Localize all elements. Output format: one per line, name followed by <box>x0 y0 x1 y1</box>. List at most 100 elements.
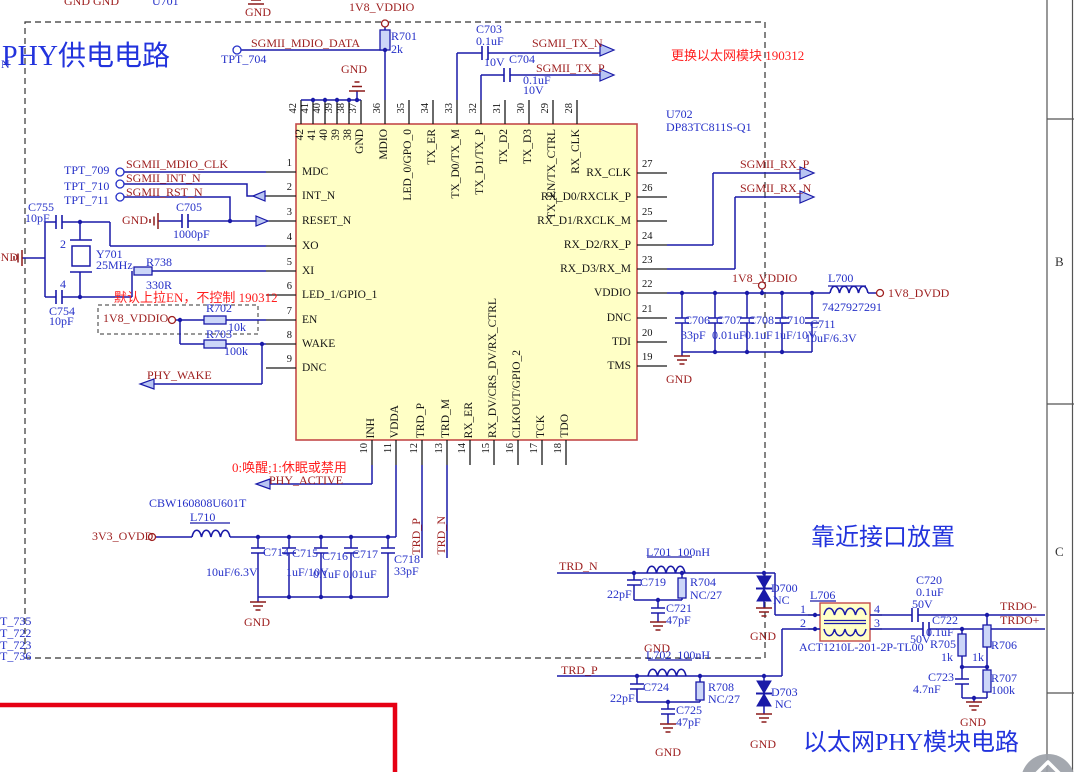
l701-ref: L701 100nH <box>646 545 710 559</box>
pwr-1v8-vddio-top: 1V8_VDDIO <box>349 0 415 14</box>
c714-val: 10uF/6.3V <box>206 565 258 579</box>
l706-pin4: 4 <box>874 602 880 616</box>
c720-ref: C720 <box>916 573 943 587</box>
u702-pin-num-24: 24 <box>642 231 653 242</box>
net-sgmii-rst-n: SGMII_RST_N <box>126 185 203 199</box>
tpt-709-circle <box>115 167 125 177</box>
u702-pin-num-22: 22 <box>642 279 653 290</box>
u702-pin-name-trd-m: TRD_M <box>440 399 452 438</box>
pwr-circle-3v3-ovdd <box>147 532 157 542</box>
note-replace-module: 更换以太网模块 190312 <box>671 48 805 63</box>
c703-volt: 10V <box>484 55 505 69</box>
u702-pin-num-3: 3 <box>286 207 292 218</box>
sheet-border <box>1046 0 1074 772</box>
u702-pin-name-led0: LED_0/GPO_0 <box>402 129 414 201</box>
u702-pin-name-tx-d1: TX_D1/TX_P <box>474 129 486 195</box>
l706-part: ACT1210L-201-2P-TL00 <box>799 640 924 654</box>
pwr-1v8-vddio-en: 1V8_VDDIO <box>103 311 169 325</box>
u702-pin-num-8: 8 <box>286 330 292 341</box>
u702-pin-name-reset-n: RESET_N <box>302 215 352 227</box>
u702-pin-name-clkout: CLKOUT/GPIO_2 <box>511 349 523 438</box>
l700-part: 7427927291 <box>822 300 882 314</box>
net-phy-active: PHY_ACTIVE <box>269 473 343 487</box>
c718-ref: C718 <box>394 552 421 566</box>
c707-ref: C707 <box>716 313 743 327</box>
revision-highlight-box <box>0 702 398 772</box>
r707-val: 100k <box>991 683 1015 697</box>
zone-b: B <box>1055 254 1064 269</box>
u702-pin-name-rx-clk: RX_CLK <box>586 167 631 179</box>
d700-ref: D700 <box>771 581 798 595</box>
r708-val: NC/27 <box>708 692 741 706</box>
c720-volt: 50V <box>912 597 933 611</box>
c718-val: 33pF <box>394 564 419 578</box>
net-trd-n: TRD_N <box>559 559 598 573</box>
clip-t723: T_723 <box>0 638 32 652</box>
net-sgmii-int-n: SGMII_INT_N <box>126 171 201 185</box>
gnd-symbols <box>13 0 982 733</box>
u702-pin-name-vdda: VDDA <box>389 404 401 438</box>
pwr-circle-1v8-vddio-en <box>167 315 177 325</box>
u702-pin-name-xi: XI <box>302 265 315 277</box>
gnd-label-c705: GND <box>122 213 148 227</box>
c704-volt: 10V <box>523 83 544 97</box>
u702-pin-name-tx-d3: TX_D3 <box>522 129 534 165</box>
c717-ref: C717 <box>352 547 379 561</box>
junction-dots <box>77 47 990 705</box>
u702-pin-num-10: 10 <box>359 443 370 454</box>
u702-pin-num-4: 4 <box>286 232 292 243</box>
u702-pin-name-rx-d3: RX_D3/RX_M <box>560 263 631 275</box>
u702-pin-name-tck: TCK <box>535 415 547 438</box>
l706-pin3: 3 <box>874 616 880 630</box>
terminal-circles <box>115 19 885 542</box>
gnd-label-3v3: GND <box>244 615 270 629</box>
c754-val: 10pF <box>49 314 74 328</box>
c721-val: 47pF <box>666 613 691 627</box>
gnd-label-top: GND <box>245 5 271 19</box>
u702-pin-num-35: 35 <box>396 103 407 114</box>
u702-pin-name-top-38: 38 <box>342 129 354 141</box>
net-phy-wake: PHY_WAKE <box>147 368 212 382</box>
l706-transformer-body <box>819 602 871 642</box>
u702-pin-name-xo: XO <box>302 240 319 252</box>
gnd-label-d703: GND <box>750 737 776 751</box>
u702-pin-name-top-rx-clk: RX_CLK <box>570 129 582 174</box>
wires <box>22 27 1045 724</box>
c710-val: 1uF/10V <box>774 328 817 342</box>
d703-val: NC <box>775 697 792 711</box>
u702-pin-num-21: 21 <box>642 304 653 315</box>
clip-t736: T_736 <box>0 649 32 663</box>
u702-pin-name-top-gnd: GND <box>354 129 366 154</box>
u702-pin-num-27: 27 <box>642 159 653 170</box>
pwr-1v8-vddio-r: 1V8_VDDIO <box>732 271 798 285</box>
net-sgmii-tx-p: SGMII_TX_P <box>536 61 605 75</box>
gnd-gnd-clipped: GND GND <box>64 0 119 8</box>
c705-ref: C705 <box>176 200 203 214</box>
gnd-label-c725: GND <box>655 745 681 759</box>
u702-pin-name-wake: WAKE <box>302 338 336 350</box>
u702-pin-num-15: 15 <box>481 443 492 454</box>
tpt-709: TPT_709 <box>64 163 110 177</box>
u702-pin-name-tx-d0: TX_D0/TX_M <box>450 129 462 199</box>
c710-ref: C710 <box>779 313 806 327</box>
l710-part: CBW160808U601T <box>149 496 247 510</box>
c706-ref: C706 <box>684 313 711 327</box>
r705-val: 1k <box>941 650 953 664</box>
net-trd-p-vert: TRD_P <box>409 518 423 555</box>
arrow-sgmii-tx-n <box>599 43 616 57</box>
d700-val: NC <box>773 593 790 607</box>
c755-ref: C755 <box>28 200 55 214</box>
c725-ref: C725 <box>676 703 703 717</box>
u702-pin-num-26: 26 <box>642 183 653 194</box>
u702-pin-name-led1: LED_1/GPIO_1 <box>302 289 378 301</box>
u702-pin-num-34: 34 <box>420 103 431 114</box>
zone-c: C <box>1055 544 1064 559</box>
arrow-pin3 <box>255 215 270 227</box>
inductors <box>190 285 869 677</box>
c711-ref: C711 <box>810 317 836 331</box>
u702-pin-name-tx-er: TX_ER <box>426 129 438 165</box>
c754-ref: C754 <box>49 304 76 318</box>
scroll-to-top-button[interactable] <box>1021 754 1074 772</box>
u702-pin-name-tdi: TDI <box>611 336 631 348</box>
